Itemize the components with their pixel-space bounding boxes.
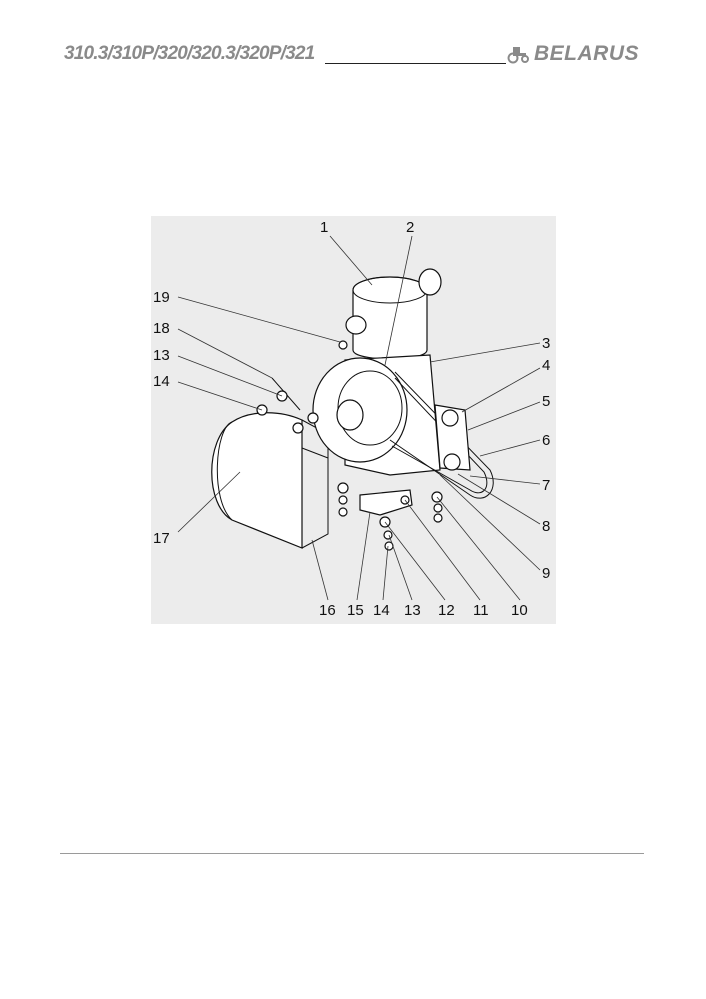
callout-16: 16	[319, 602, 336, 619]
compressor-head	[345, 268, 442, 360]
header-divider	[325, 63, 506, 64]
pulley	[312, 357, 408, 463]
callout-17: 17	[153, 530, 170, 547]
callout-9: 9	[542, 565, 550, 582]
brand-name: BELARUS	[534, 42, 640, 65]
callout-7: 7	[542, 477, 550, 494]
callout-19: 19	[153, 289, 170, 306]
callout-15: 15	[347, 602, 364, 619]
callout-2: 2	[406, 219, 414, 236]
brand-header: BELARUS	[507, 42, 639, 66]
tensioner-bracket	[434, 404, 471, 471]
callout-13-left: 13	[153, 347, 170, 364]
callout-3: 3	[542, 335, 550, 352]
leader-lines	[177, 235, 541, 601]
callout-1: 1	[320, 219, 328, 236]
callout-13-bottom: 13	[404, 602, 421, 619]
callout-12: 12	[438, 602, 455, 619]
callout-14-left: 14	[153, 373, 170, 390]
tractor-icon	[507, 47, 529, 64]
callout-labels: 1 2 3 4 5 6 7 8 9 19 18 13 14 17 16 15 1…	[153, 219, 550, 619]
callout-14-bottom: 14	[373, 602, 390, 619]
footer-divider	[60, 853, 644, 854]
callout-10: 10	[511, 602, 528, 619]
belt-guard-cover	[211, 412, 329, 549]
callout-11: 11	[473, 602, 489, 619]
callout-18: 18	[153, 320, 170, 337]
document-model-title: 310.3/310P/320/320.3/320P/321	[64, 43, 315, 64]
lower-bracket	[359, 489, 413, 516]
callout-5: 5	[542, 393, 550, 410]
callout-6: 6	[542, 432, 550, 449]
callout-8: 8	[542, 518, 550, 535]
callout-4: 4	[542, 357, 550, 374]
